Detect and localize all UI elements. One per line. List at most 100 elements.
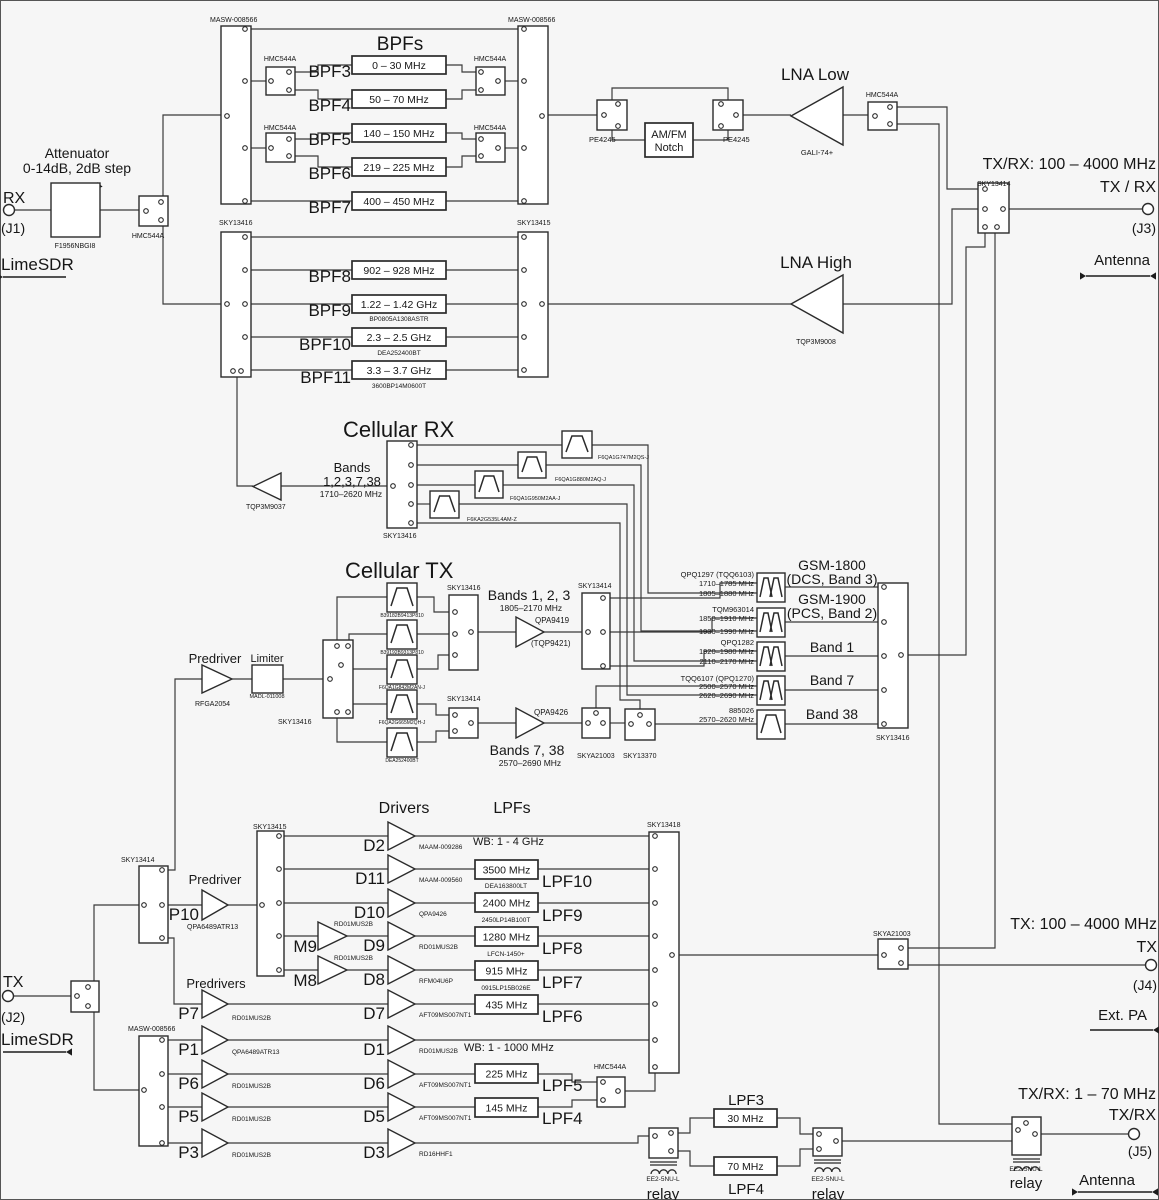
- bpf7-box: [351, 191, 447, 211]
- wire: [897, 106, 978, 190]
- sky13416-cellrx-switch-pin: [390, 483, 396, 489]
- wire: [538, 1073, 597, 1083]
- sky13414-antenna-switch-pin: [982, 224, 988, 230]
- label-lna-high: LNA High: [780, 253, 852, 272]
- label-bands-7-38: Bands 7, 38: [490, 742, 565, 758]
- hmc544a-bpf56-left-pin: [286, 153, 292, 159]
- lpf4-box: [474, 1097, 539, 1118]
- sky13415-bank2-right-pin: [521, 301, 527, 307]
- wire: [595, 685, 757, 708]
- wire: [611, 130, 645, 141]
- qpa9426-amp: [515, 706, 546, 740]
- label-cellular-rx: Cellular RX: [343, 417, 455, 442]
- hmc544a-lpf45-switch-pin: [600, 1079, 606, 1085]
- label-hmc544a: HMC544A: [264, 125, 297, 132]
- label-m8: M8: [293, 971, 317, 990]
- label-relay: relay: [647, 1186, 680, 1200]
- label-predriver: Predriver: [189, 651, 242, 666]
- sky13415-driver-switch-pin: [276, 933, 282, 939]
- sky13416-bands123-switch-pin: [452, 631, 458, 637]
- wire: [610, 617, 757, 633]
- p6-amp: [201, 1058, 230, 1090]
- label-pe4245: PE4245: [589, 135, 616, 144]
- d5-amp: [387, 1091, 417, 1123]
- label-masw-008566: MASW-008566: [210, 17, 257, 24]
- wire: [777, 1148, 813, 1167]
- label-predriver: Predriver: [189, 872, 242, 887]
- relay-1-coil-icon: [650, 1169, 677, 1175]
- sky13418-switch-pin: [652, 833, 658, 839]
- label-maam-009560: MAAM-009560: [419, 877, 463, 884]
- duplexer-band1-duplex-icon-b: [769, 646, 783, 667]
- label-gali-74: GALI-74+: [801, 148, 834, 157]
- label-f6qa1g880m2aq-j: F6QA1G880M2AQ-J: [555, 477, 606, 483]
- wire: [843, 208, 978, 305]
- label-masw-008566: MASW-008566: [128, 1026, 175, 1033]
- label-predrivers: Predrivers: [186, 976, 246, 991]
- sky13416-bands123-switch-pin: [468, 629, 474, 635]
- label-f6qa1g747m2qs-j: F6QA1G747M2QS-J: [598, 455, 649, 461]
- limiter-box: [251, 664, 284, 694]
- sky13414-antenna-switch-pin: [982, 206, 988, 212]
- label-2110-2170-mhz: 2110–2170 MHz: [700, 657, 755, 666]
- label-p10: P10: [169, 905, 199, 924]
- tx-saw-filter-1: [386, 582, 418, 613]
- sky13418-switch-pin: [652, 933, 658, 939]
- lpf6-box: [474, 994, 539, 1015]
- sky13414-antenna-switch-pin: [994, 224, 1000, 230]
- sky13414-duplexer-switch-pin: [600, 629, 606, 635]
- label-rfga2054: RFGA2054: [195, 701, 230, 708]
- hmc544a-bpf56-right-pin: [478, 153, 484, 159]
- label-rd01mus2b: RD01MUS2B: [334, 921, 373, 928]
- lpf4-box-label: 145 MHz: [485, 1102, 527, 1114]
- arrow-head: [1152, 1188, 1158, 1196]
- label-sky13414: SKY13414: [977, 181, 1011, 188]
- label-p3: P3: [178, 1143, 199, 1162]
- d9-amp: [387, 920, 417, 952]
- sky13416-cellrx-switch-pin: [408, 442, 414, 448]
- label-sky13415: SKY13415: [517, 220, 551, 227]
- label-bpf10: BPF10: [299, 335, 351, 354]
- masw-008566-tx-switch-pin: [159, 1071, 165, 1077]
- label-2620-2690-mhz: 2620–2690 MHz: [699, 691, 754, 700]
- label-lfcn-1450: LFCN-1450+: [487, 951, 525, 958]
- hmc544a-attn-switch-pin: [158, 199, 164, 205]
- label-bpf3: BPF3: [308, 62, 351, 81]
- sky13416-bands-switch-pin: [881, 687, 887, 693]
- label-b39192b9313p810: B39192B9313P810: [380, 650, 424, 656]
- wire: [93, 904, 139, 981]
- rx-saw-filter-2: [517, 451, 547, 479]
- port-j3: [1141, 202, 1155, 216]
- bpf7-box-label: 400 – 450 MHz: [363, 196, 434, 208]
- sky13414-antenna-switch-pin: [982, 186, 988, 192]
- label-bpfs: BPFs: [377, 34, 423, 55]
- label-attenuator: Attenuator: [45, 145, 110, 161]
- label-sky13414: SKY13414: [578, 583, 612, 590]
- label-limesdr: LimeSDR: [1, 255, 74, 274]
- pe4245-switch-2-pin: [718, 101, 724, 107]
- label-1805-1880-mhz: 1805–1880 MHz: [699, 589, 754, 598]
- wire: [295, 155, 352, 168]
- label-skya21003: SKYA21003: [577, 753, 615, 760]
- bpf6-box-label: 219 – 225 MHz: [363, 162, 434, 174]
- sky13416-cellrx-switch-pin: [408, 482, 414, 488]
- label-3600bp14m0600t: 3600BP14M0600T: [372, 383, 426, 390]
- sky13416-cellrx-switch-pin: [408, 501, 414, 507]
- label-qpq1282: QPQ1282: [721, 638, 754, 647]
- wire: [162, 226, 221, 305]
- label-2570-2620-mhz: 2570–2620 MHz: [699, 715, 754, 724]
- masw-008566-left-switch-pin: [242, 145, 248, 151]
- wire: [446, 155, 476, 168]
- masw-008566-right-switch-pin: [521, 26, 527, 32]
- sky13415-driver-switch-pin: [259, 902, 265, 908]
- sky13415-driver-switch-pin: [276, 833, 282, 839]
- wire: [295, 89, 352, 100]
- relay-1-pin: [668, 1148, 674, 1154]
- label-tqp3m9037: TQP3M9037: [246, 504, 286, 511]
- wire: [417, 596, 449, 613]
- wire: [446, 64, 476, 73]
- pe4245-switch-1-pin: [615, 123, 621, 129]
- tx-saw-filter-2-bandpass-icon: [390, 624, 414, 644]
- rfga2054-amp: [201, 663, 234, 695]
- label-tx: TX: [1137, 939, 1158, 956]
